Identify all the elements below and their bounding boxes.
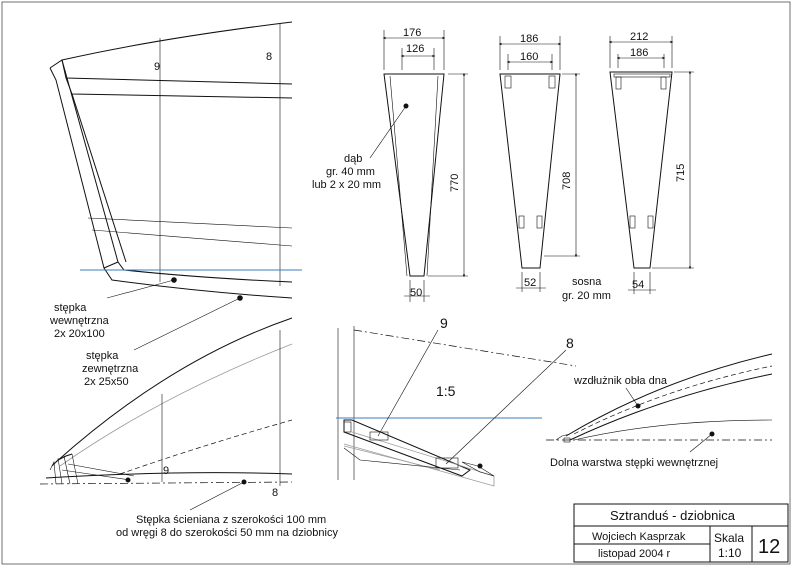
inner-keel-label: stępka wewnętrzna 2x 20x100 xyxy=(49,279,175,340)
frame-8-bottom-label: 8 xyxy=(272,487,278,499)
svg-text:2x 20x100: 2x 20x100 xyxy=(54,328,105,340)
svg-text:zewnętrzna: zewnętrzna xyxy=(82,363,139,375)
svg-text:Stępka ścieniana z szerokości: Stępka ścieniana z szerokości 100 mm xyxy=(136,514,326,526)
scarf-detail: 9 8 1:5 xyxy=(336,315,577,487)
bow-side-view: 9 8 xyxy=(49,21,302,301)
drawing-title: Sztranduś - dziobnica xyxy=(610,508,736,523)
p1-bottom-dim: 50 xyxy=(410,287,422,299)
p1-top-inner-dim: 126 xyxy=(406,43,424,55)
detail-frame-8-label: 8 xyxy=(566,335,574,351)
detail-frame-9-label: 9 xyxy=(440,315,448,331)
p3-height-dim: 715 xyxy=(675,164,687,182)
svg-text:stępka: stępka xyxy=(54,302,87,314)
pine-label: sosna gr. 20 mm xyxy=(562,276,611,302)
svg-text:lub 2 x 20 mm: lub 2 x 20 mm xyxy=(312,179,381,191)
stringer-detail: wzdłużnik obła dna Dolna warstwa stępki … xyxy=(546,353,773,469)
stringer-label: wzdłużnik obła dna xyxy=(573,375,668,387)
svg-text:gr. 40 mm: gr. 40 mm xyxy=(326,166,375,178)
sheet-number: 12 xyxy=(758,536,780,558)
date: listopad 2004 r xyxy=(598,548,670,560)
title-block: Sztranduś - dziobnica Wojciech Kasprzak … xyxy=(573,503,789,563)
p3-top-outer-dim: 212 xyxy=(630,31,648,43)
keel-plan-view: 9 8 xyxy=(39,317,293,511)
p2-bottom-dim: 52 xyxy=(524,277,536,289)
frame-8-label: 8 xyxy=(266,51,272,63)
profile-2: 186 160 708 52 xyxy=(498,33,580,292)
svg-text:sosna: sosna xyxy=(572,276,602,288)
p3-bottom-dim: 54 xyxy=(632,279,644,291)
oak-label: dąb gr. 40 mm lub 2 x 20 mm xyxy=(312,153,381,191)
scale-label: Skala xyxy=(714,531,744,545)
p1-top-outer-dim: 176 xyxy=(403,27,421,39)
p3-top-inner-dim: 186 xyxy=(630,47,648,59)
p2-top-outer-dim: 186 xyxy=(520,33,538,45)
p1-height-dim: 770 xyxy=(449,174,461,192)
frame-9-label: 9 xyxy=(154,61,160,73)
profile-3: 212 186 715 54 xyxy=(608,31,694,294)
detail-scale-label: 1:5 xyxy=(436,383,456,399)
outer-keel-label: stępka zewnętrzna 2x 25x50 xyxy=(82,297,241,388)
svg-text:dąb: dąb xyxy=(344,153,362,165)
svg-text:wewnętrzna: wewnętrzna xyxy=(49,315,110,327)
svg-text:stępka: stępka xyxy=(86,350,119,362)
svg-text:od wręgi 8 do szerokości 50 mm: od wręgi 8 do szerokości 50 mm na dziobn… xyxy=(116,527,338,539)
svg-text:2x 25x50: 2x 25x50 xyxy=(84,376,129,388)
p2-height-dim: 708 xyxy=(561,172,573,190)
scale-value: 1:10 xyxy=(718,546,742,560)
profile-1: 176 126 770 50 xyxy=(369,27,468,302)
keel-note: Stępka ścieniana z szerokości 100 mm od … xyxy=(116,514,338,539)
p2-top-inner-dim: 160 xyxy=(520,51,538,63)
author: Wojciech Kasprzak xyxy=(592,531,686,543)
svg-text:gr. 20 mm: gr. 20 mm xyxy=(562,290,611,302)
frame-9-bottom-label: 9 xyxy=(163,465,169,477)
lower-keel-layer-label: Dolna warstwa stępki wewnętrznej xyxy=(550,457,718,469)
